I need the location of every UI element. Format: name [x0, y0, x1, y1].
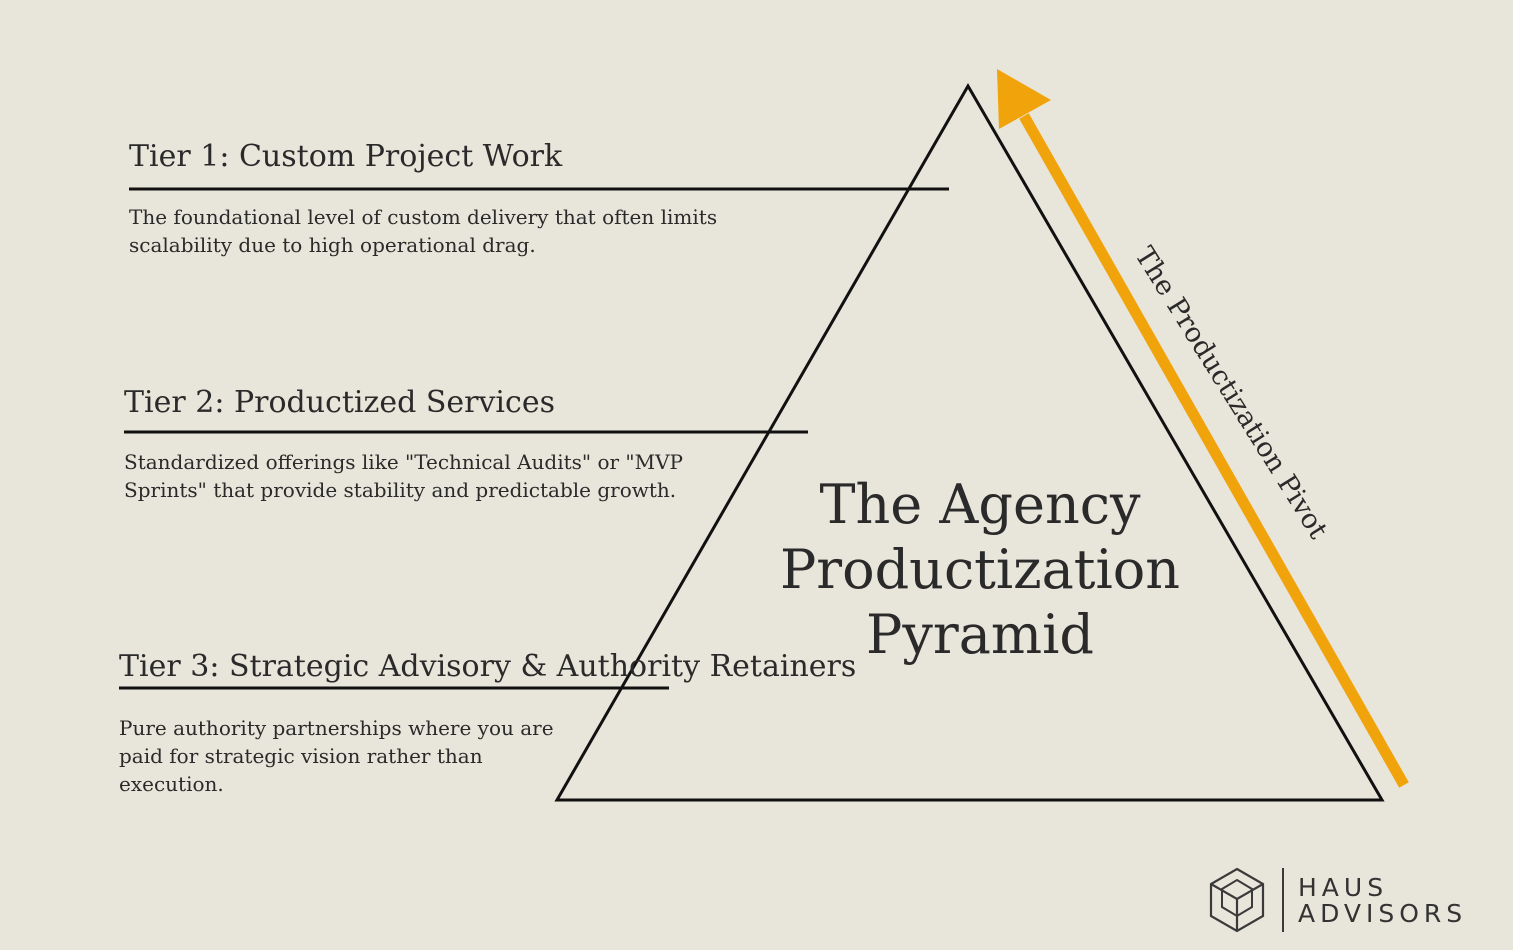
brand-logo: HAUS ADVISORS: [1205, 866, 1495, 936]
pyramid-title-line: Productization: [779, 538, 1181, 601]
tier1-heading: Tier 3: Strategic Advisory & Authority R…: [119, 649, 857, 684]
tier3-description: The foundational level of custom deliver…: [129, 205, 718, 257]
pyramid-title-line: The Agency: [819, 473, 1141, 536]
hexagon-cube-icon: [1209, 867, 1265, 933]
brand-divider: [1282, 868, 1284, 932]
pivot-arrow-shaft: [1019, 113, 1409, 788]
pyramid-title-line: Pyramid: [866, 603, 1094, 666]
pyramid-title: The Agency Productization Pyramid: [750, 472, 1210, 667]
tier3-heading: Tier 1: Custom Project Work: [129, 139, 563, 174]
pyramid-outline: [554, 83, 1385, 802]
brand-name-line2: ADVISORS: [1298, 899, 1468, 928]
pivot-arrow-head: [997, 69, 1051, 129]
tier2-heading: Tier 2: Productized Services: [124, 385, 555, 420]
tier1-description: Pure authority partnerships where you ar…: [119, 716, 554, 796]
brand-name-line1: HAUS: [1298, 873, 1389, 902]
tier2-description: Standardized offerings like "Technical A…: [124, 450, 683, 502]
